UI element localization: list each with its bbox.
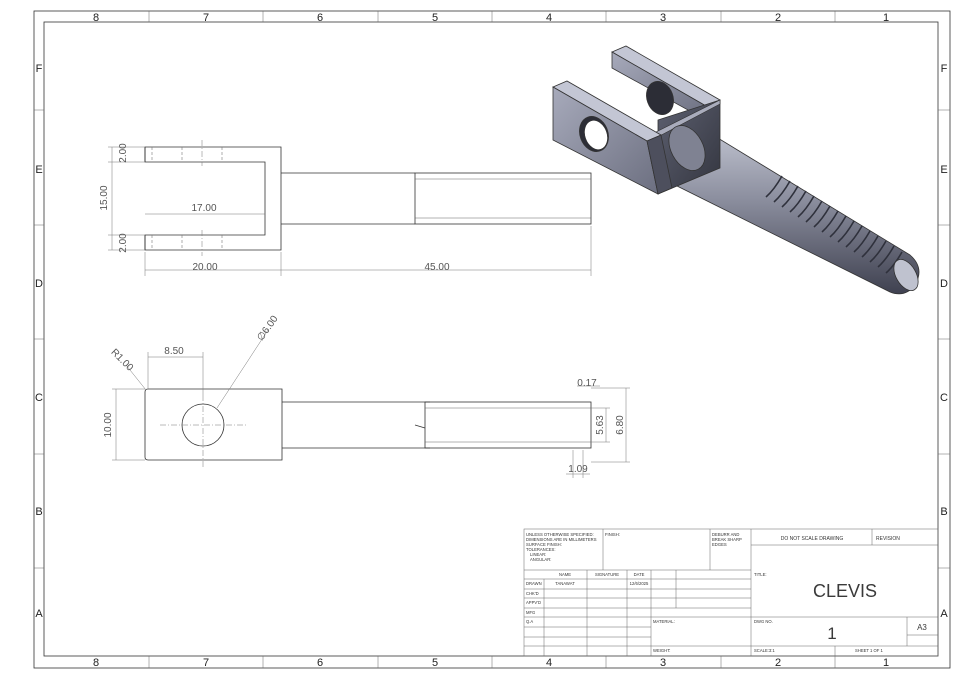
thread-front-view [424,401,592,449]
dim-front-8-50: 8.50 [164,346,184,357]
zone-col-2-bottom: 2 [775,657,781,669]
dim-front-radius: R1.00 [108,347,135,374]
top-view [144,140,592,256]
finish-label: FINISH: [605,532,620,537]
dim-top-45: 45.00 [424,262,449,273]
isometric-view [552,45,920,295]
weight-label: WEIGHT: [653,648,670,653]
dim-front-5-63: 5.63 [595,415,606,435]
deburr-note: DEBURR AND BREAK SHARP EDGES [712,532,742,547]
zone-row-B-left: B [35,506,42,518]
front-view-dimensions [112,329,630,478]
outer-border [33,10,951,669]
svg-text:ANGULAR:: ANGULAR: [530,557,551,562]
zone-col-2-top: 2 [775,12,781,24]
zone-col-3-top: 3 [660,12,666,24]
title-block-lines [523,528,939,657]
zone-col-8-bottom: 8 [93,657,99,669]
zone-col-7-bottom: 7 [203,657,209,669]
dwg-no-label: DWG NO. [754,619,773,624]
zone-row-A-left: A [35,608,43,620]
zone-col-5-top: 5 [432,12,438,24]
general-notes: UNLESS OTHERWISE SPECIFIED: DIMENSIONS A… [526,532,597,562]
dim-front-10: 10.00 [103,412,114,437]
dim-top-20: 20.00 [192,262,217,273]
dim-top-2-upper: 2.00 [118,143,129,163]
revision-label: REVISION [876,536,900,542]
sheet-size: A3 [917,623,927,632]
top-view-dimensions [108,146,592,276]
zone-col-1-bottom: 1 [883,657,889,669]
zone-col-5-bottom: 5 [432,657,438,669]
zone-col-7-top: 7 [203,12,209,24]
scale-value: SCALE:3:1 [754,648,775,653]
date-header: DATE [634,572,645,577]
zone-row-C-right: C [940,392,948,404]
inner-border [43,21,939,657]
zone-row-D-left: D [35,278,43,290]
dwg-no-value: 1 [827,624,836,643]
svg-text:DIMENSIONS ARE IN MILLIMETERS: DIMENSIONS ARE IN MILLIMETERS [526,537,597,542]
zone-row-F-left: F [36,63,43,75]
name-header: NAME [559,572,571,577]
zone-row-B-right: B [940,506,947,518]
svg-text:LINEAR:: LINEAR: [530,552,546,557]
zone-row-E-right: E [940,164,947,176]
drawing-title: CLEVIS [813,581,877,601]
row-drawn: DRAWN [526,581,542,586]
svg-text:TOLERANCES:: TOLERANCES: [526,547,555,552]
drawn-by-name: TANAWAT [555,581,575,586]
svg-text:UNLESS OTHERWISE SPECIFIED:: UNLESS OTHERWISE SPECIFIED: [526,532,594,537]
zone-col-4-bottom: 4 [546,657,552,669]
zone-ticks [34,11,950,668]
row-checked: CHK'D [526,591,539,596]
zone-row-E-left: E [35,164,42,176]
svg-text:SURFACE FINISH:: SURFACE FINISH: [526,542,562,547]
zone-col-8-top: 8 [93,12,99,24]
title-label: TITLE: [754,572,767,577]
zone-row-F-right: F [941,63,948,75]
row-mfg: MFG [526,610,535,615]
dim-front-hole-diameter: ∅6.00 [255,314,280,344]
dim-top-2-lower: 2.00 [118,233,129,253]
zone-row-C-left: C [35,392,43,404]
svg-text:DEBURR AND: DEBURR AND [712,532,739,537]
zone-col-6-bottom: 6 [317,657,323,669]
dim-top-15: 15.00 [99,185,110,210]
signature-header: SIGNATURE [595,572,619,577]
row-qa: Q.A [526,619,533,624]
zone-row-A-right: A [940,608,948,620]
zone-col-4-top: 4 [546,12,552,24]
svg-text:BREAK SHARP: BREAK SHARP [712,537,742,542]
zone-col-3-bottom: 3 [660,657,666,669]
thread-top-view [414,172,592,225]
drawn-date: 12/6/2025 [630,581,649,586]
dim-front-0-17: 0.17 [577,378,597,389]
dim-front-6-80: 6.80 [615,415,626,435]
front-view [144,388,592,468]
material-label: MATERIAL: [653,619,675,624]
zone-row-D-right: D [940,278,948,290]
svg-text:EDGES: EDGES [712,542,727,547]
sheet-number: SHEET 1 OF 1 [855,648,884,653]
zone-col-1-top: 1 [883,12,889,24]
zone-col-6-top: 6 [317,12,323,24]
dim-top-17: 17.00 [191,203,216,214]
dim-front-1-09: 1.09 [568,464,588,475]
row-approved: APPV'D [526,600,541,605]
do-not-scale-note: DO NOT SCALE DRAWING [781,536,844,542]
